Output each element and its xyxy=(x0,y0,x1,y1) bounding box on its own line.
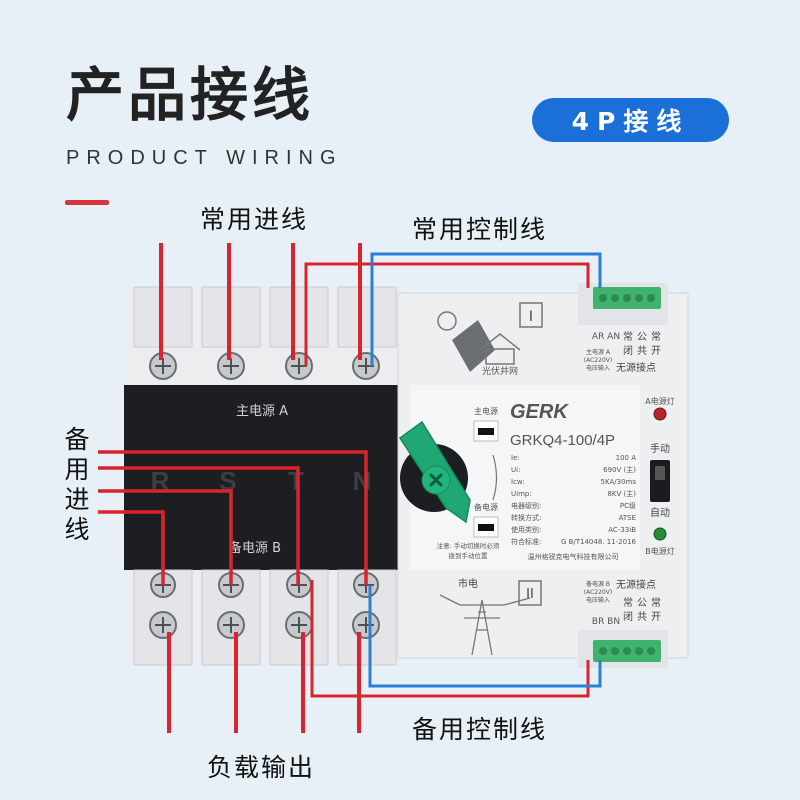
spec-key: Ie: xyxy=(511,454,520,462)
backup-control-wires xyxy=(310,580,602,698)
top-control-module: I AR AN 常 公 常 闭 共 开 主电源 A (AC220V) 电压输入 … xyxy=(437,283,668,377)
load-output-callout: 负载输出 xyxy=(207,753,316,782)
lamp-a-indicator xyxy=(653,407,667,421)
bottom-dry-contact: 无源接点 xyxy=(616,578,656,591)
spec-value: 100 A xyxy=(616,454,637,462)
main-indicator-flag xyxy=(478,428,494,435)
solar-house-icon xyxy=(437,311,521,372)
accent-bar xyxy=(65,200,109,205)
grid-caption: 市电 xyxy=(458,577,478,590)
bottom-note-3: 电压输入 xyxy=(586,596,610,604)
spec-value: G B/T14048. 11-2016 xyxy=(561,538,637,546)
spec-key: 转换方式: xyxy=(511,513,541,522)
phase-s: S xyxy=(219,466,236,496)
phase-n: N xyxy=(353,466,372,496)
spec-key: Uimp: xyxy=(511,490,532,498)
bottom-contact-1: 常 xyxy=(623,596,633,609)
lamp-b-label: B电源灯 xyxy=(645,546,675,556)
mode-toggle-knob xyxy=(655,466,665,480)
page-title: 产品接线 xyxy=(66,61,315,129)
bottom-contact-4: 闭 xyxy=(623,610,633,623)
phase-r: R xyxy=(151,466,170,496)
model-number: GRKQ4-100/4P xyxy=(510,432,615,449)
spec-key: Icw: xyxy=(511,478,525,486)
notice-line-2: 拨到手动位置 xyxy=(449,551,489,560)
spec-key: 电器级别: xyxy=(511,501,541,510)
spec-key: 使用类别: xyxy=(511,525,541,534)
phase-t: T xyxy=(288,466,304,496)
top-note-1: 主电源 A xyxy=(586,348,611,356)
backup-input-char: 用 xyxy=(64,455,90,484)
top-note-2: (AC220V) xyxy=(584,357,612,364)
bottom-contact-6: 开 xyxy=(651,612,661,623)
bottom-note-2: (AC220V) xyxy=(584,589,612,596)
top-terminal-labels: AR AN xyxy=(592,332,620,342)
lamp-a-label: A电源灯 xyxy=(645,396,674,406)
pv-caption: 光伏并网 xyxy=(482,365,518,377)
main-source-label: 主电源 A xyxy=(236,404,288,419)
bottom-control-module: 市电 II 备电源 B (AC220V) 电压输入 无源接点 常 公 常 闭 共… xyxy=(439,577,668,668)
top-contact-6: 开 xyxy=(651,346,661,357)
top-contact-4: 闭 xyxy=(623,344,633,357)
power-tower-icon xyxy=(439,594,531,656)
bottom-contact-2: 公 xyxy=(637,598,647,609)
top-contact-2: 公 xyxy=(637,332,647,343)
manual-label: 手动 xyxy=(650,442,670,455)
main-window-label: 主电源 xyxy=(474,406,498,416)
top-contact-5: 共 xyxy=(637,345,647,357)
top-contact-3: 常 xyxy=(651,330,661,343)
bottom-contact-5: 共 xyxy=(637,611,647,623)
module-i-roman: I xyxy=(529,309,533,325)
lamp-b-indicator xyxy=(653,527,667,541)
backup-input-char: 线 xyxy=(64,515,90,544)
top-dry-contact: 无源接点 xyxy=(616,361,656,374)
bottom-contact-3: 常 xyxy=(651,596,661,609)
backup-control-callout: 备用控制线 xyxy=(412,715,548,744)
rotary-switch-handle[interactable] xyxy=(398,420,471,524)
spec-key: Ui: xyxy=(511,466,520,474)
top-note-3: 电压输入 xyxy=(586,364,610,372)
wiring-badge: 4P接线 xyxy=(532,98,729,142)
spec-value: 690V (主) xyxy=(603,465,636,474)
spec-value: ATSE xyxy=(619,514,636,522)
rotate-arrow-icon xyxy=(492,454,498,501)
page-subtitle: PRODUCT WIRING xyxy=(66,147,343,169)
manufacturer-name: 温州格锐克电气科技有限公司 xyxy=(528,552,619,561)
spec-key: 符合标准: xyxy=(511,537,541,546)
brand-logo: GERK xyxy=(510,401,569,423)
bottom-terminal-labels: BR BN xyxy=(592,617,620,627)
backup-indicator-flag xyxy=(478,524,494,531)
backup-input-char: 进 xyxy=(64,485,90,514)
notice-line-1: 注意: 手动切换时必须 xyxy=(437,541,500,550)
normal-input-callout: 常用进线 xyxy=(200,205,309,234)
spec-value: 8KV (主) xyxy=(607,489,636,498)
normal-control-wires xyxy=(304,252,602,366)
spec-value: AC-33iB xyxy=(608,526,636,534)
top-contact-1: 常 xyxy=(623,330,633,343)
auto-label: 自动 xyxy=(650,506,670,519)
backup-source-label: 备电源 B xyxy=(229,540,281,556)
backup-input-callout: 备 用 进 线 xyxy=(60,425,94,545)
normal-control-callout: 常用控制线 xyxy=(412,215,548,244)
breaker-black-band xyxy=(124,385,404,570)
spec-value: 5KA/30ms xyxy=(601,478,637,486)
load-output-wires xyxy=(167,632,361,733)
module-ii-roman: II xyxy=(526,587,534,602)
spec-value: PC级 xyxy=(620,501,636,510)
backup-input-char: 备 xyxy=(64,425,90,454)
backup-input-wires xyxy=(98,450,368,585)
bottom-note-1: 备电源 B xyxy=(586,580,610,588)
backup-window-label: 备电源 xyxy=(474,502,498,512)
spec-list: Ie: 100 A Ui: 690V (主) Icw: 5KA/30ms Uimp: 8… xyxy=(511,454,637,546)
